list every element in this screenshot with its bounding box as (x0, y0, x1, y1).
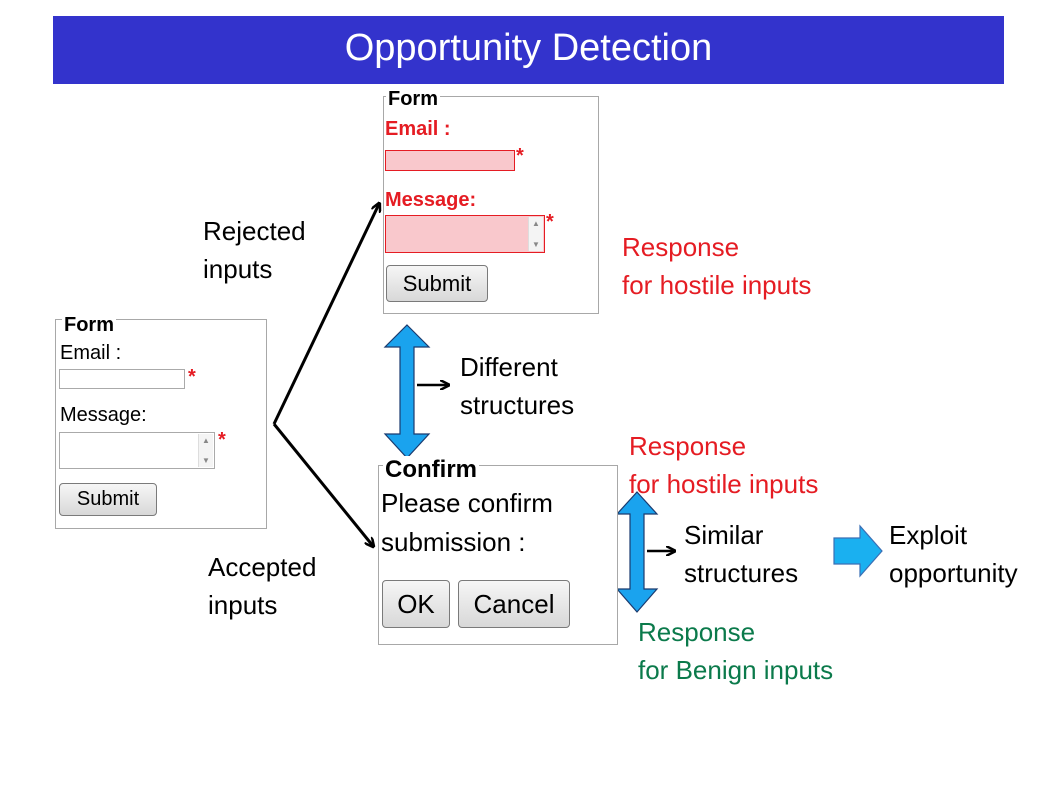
rejected-inputs-label: Rejected inputs (203, 216, 306, 284)
rejected-email-field[interactable] (385, 150, 515, 171)
exploit-opportunity-label: Exploit opportunity (889, 520, 1018, 588)
original-email-field[interactable] (59, 369, 185, 389)
page-title: Opportunity Detection (344, 27, 713, 69)
original-form: Form Email : * Message: ▲▼ * Submit (55, 314, 267, 529)
rejected-form-title: Form (386, 88, 440, 111)
original-submit-button[interactable]: Submit (59, 483, 157, 516)
original-form-title: Form (62, 314, 116, 337)
arrow-to-accepted (272, 423, 373, 546)
confirm-message-line1: Please confirm (381, 488, 553, 518)
rejected-message-required: * (546, 211, 554, 233)
rejected-email-label: Email : (385, 118, 451, 140)
rejected-form: Form Email : * Message: ▲▼ * Submit (383, 88, 599, 314)
similar-structures-label: Similar structures (684, 520, 799, 588)
different-structures-label: Different structures (460, 352, 575, 420)
arrow-to-rejected (272, 204, 379, 425)
confirm-dialog: Confirm Please confirm submission : OK C… (378, 456, 618, 645)
scroll-up-icon: ▲ (532, 219, 540, 228)
rejected-submit-button[interactable]: Submit (386, 265, 488, 302)
original-message-label: Message: (60, 404, 147, 426)
original-message-required: * (218, 429, 226, 451)
scrollbar[interactable]: ▲▼ (198, 434, 213, 467)
original-email-required: * (188, 366, 196, 388)
response-hostile-label-bottom: Response for hostile inputs (629, 431, 819, 499)
original-message-field[interactable]: ▲▼ (59, 432, 215, 469)
response-hostile-label-top: Response for hostile inputs (622, 232, 812, 300)
response-benign-label: Response for Benign inputs (638, 617, 834, 685)
block-arrow-exploit (833, 524, 883, 578)
title-banner: Opportunity Detection (53, 16, 1004, 84)
rejected-message-field[interactable]: ▲▼ (385, 215, 545, 253)
double-arrow-different (383, 324, 431, 459)
accepted-inputs-label: Accepted inputs (208, 552, 317, 620)
confirm-message-line2: submission : (381, 527, 526, 557)
original-email-label: Email : (60, 342, 122, 364)
double-arrow-similar (615, 491, 659, 613)
scroll-up-icon: ▲ (202, 436, 210, 445)
confirm-ok-button[interactable]: OK (382, 580, 450, 628)
scroll-down-icon: ▼ (532, 240, 540, 249)
rejected-message-label: Message: (385, 189, 477, 211)
scrollbar[interactable]: ▲▼ (528, 217, 543, 251)
rejected-email-required: * (516, 145, 524, 167)
confirm-cancel-button[interactable]: Cancel (458, 580, 570, 628)
confirm-title: Confirm (383, 456, 479, 484)
scroll-down-icon: ▼ (202, 456, 210, 465)
